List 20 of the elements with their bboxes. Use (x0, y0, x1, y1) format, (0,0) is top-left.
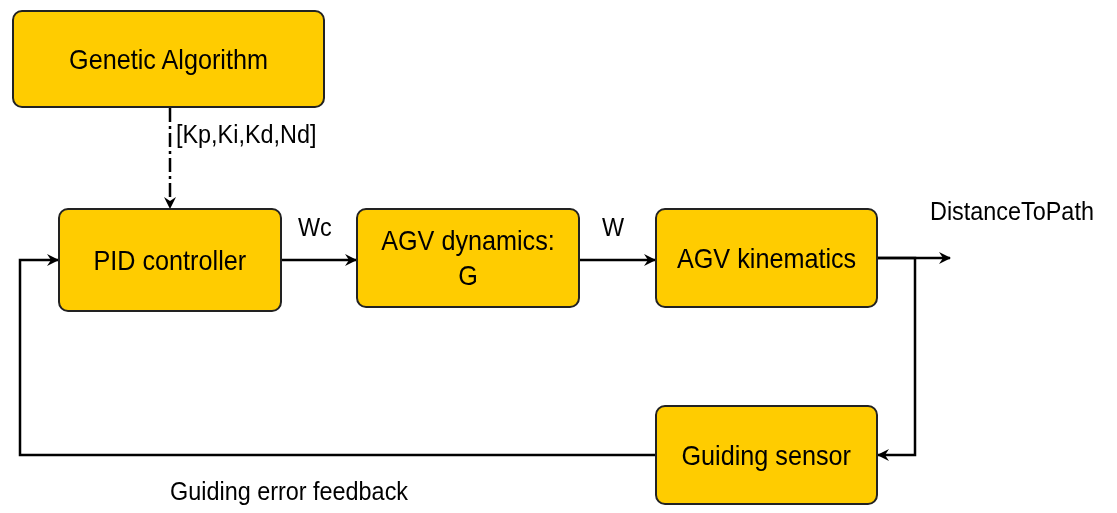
arrow (580, 254, 656, 266)
process-box (655, 208, 878, 308)
arrow (282, 254, 357, 266)
edge-label: W (602, 212, 625, 243)
box-label: Guiding sensor (681, 438, 852, 473)
box-label: AGV dynamics: G (380, 224, 556, 293)
process-box (356, 208, 580, 308)
edge-label: DistanceToPath (930, 196, 1094, 227)
arrow (18, 254, 655, 457)
edge-label: [Kp,Ki,Kd,Nd] (176, 119, 317, 150)
process-box (655, 405, 878, 505)
process-box (12, 10, 325, 108)
box-label: PID controller (93, 243, 247, 278)
box-label: AGV kinematics (676, 241, 857, 276)
arrow (877, 256, 917, 461)
process-box (58, 208, 282, 312)
box-label: Genetic Algorithm (69, 42, 268, 77)
edge-label: Guiding error feedback (170, 476, 409, 507)
arrow (164, 108, 176, 209)
edge-label: Wc (298, 212, 332, 243)
